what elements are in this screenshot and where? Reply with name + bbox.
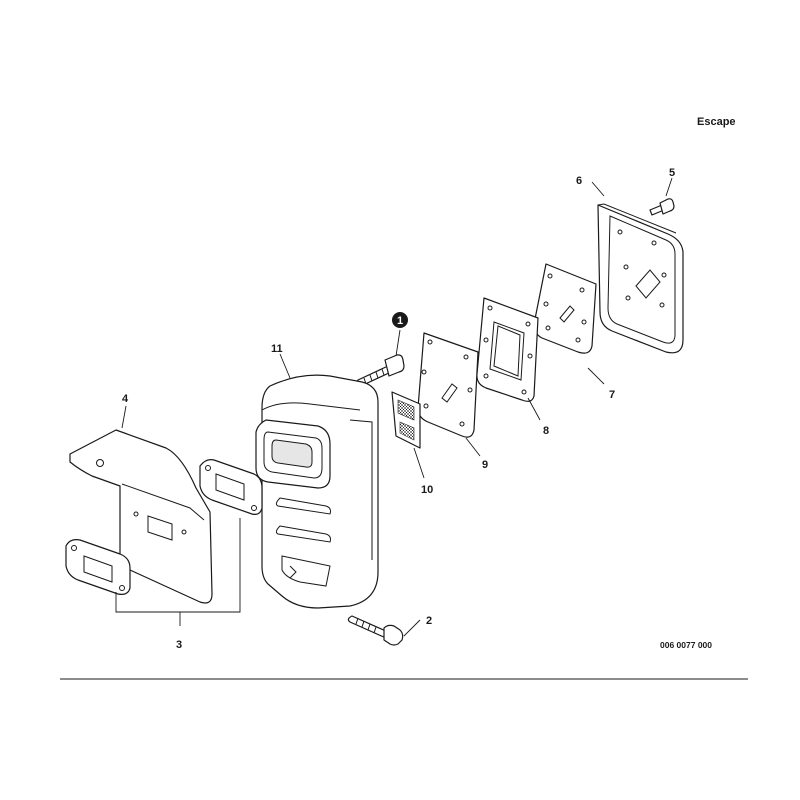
callout-4: 4 [122,393,129,405]
callout-10: 10 [421,484,433,496]
callout-1: 1 [397,315,403,327]
callout-9: 9 [482,459,488,471]
callout-3: 3 [176,639,182,651]
leader-lines [115,177,673,637]
part-6-cover [597,203,684,354]
part-3-gasket-upper [199,459,263,515]
callout-5: 5 [669,167,675,179]
part-10-screen [391,391,421,449]
callout-11: 11 [271,343,283,355]
part-7-gasket [533,263,597,354]
drawing-code: 006 0077 000 [660,640,712,650]
part-8-gasket-frame [476,297,539,402]
callout-7: 7 [609,389,615,401]
part-5-screw [649,198,675,216]
callout-6: 6 [576,175,582,187]
part-2-bolt [347,615,404,646]
part-9-plate [417,332,479,438]
diagram-title: Escape [697,116,736,128]
part-3-gasket-lower [65,539,131,595]
part-4-heat-shield [69,429,213,604]
part-1-bolt [355,354,405,387]
part-11-muffler [255,374,379,609]
callout-2: 2 [426,615,432,627]
callout-8: 8 [543,425,549,437]
callout-1-badge [392,312,408,328]
